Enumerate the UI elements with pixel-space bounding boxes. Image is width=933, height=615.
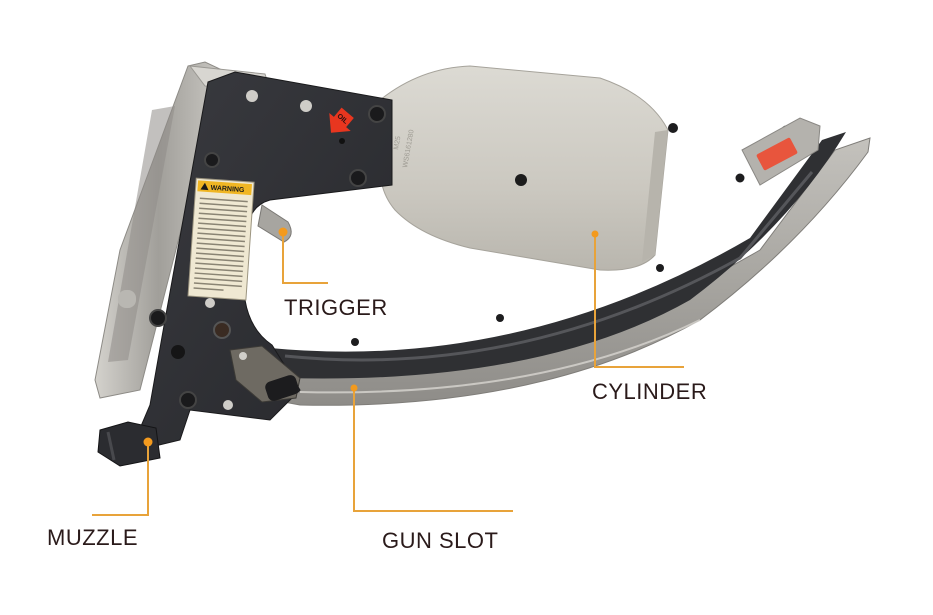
trigger [257,204,292,243]
gun-slot-rail [261,117,871,406]
rail-tag [756,137,798,171]
cylinder-callout-dot [591,230,599,238]
cylinder-housing: M25 WS6161280 [379,65,678,271]
gun-slot-callout-dot [350,384,358,392]
gun-slot-label: GUN SLOT [382,528,499,553]
housing-port-hole [515,174,527,186]
callout-muzzle [92,437,153,516]
muzzle-callout-dot [143,437,153,447]
muzzle-label: MUZZLE [47,525,138,550]
oil-arrow-icon: OIL [329,107,354,133]
callout-trigger [278,227,328,284]
svg-text:WARNING: WARNING [210,185,245,194]
housing-model-text: M25 [393,136,402,151]
warning-triangle-icon [200,182,209,191]
trigger-label: TRIGGER [284,295,388,320]
callout-cylinder [591,230,684,368]
tool-frame: OIL WARNING [97,71,393,467]
cylinder-label: CYLINDER [592,379,708,404]
callout-gun-slot [350,384,513,512]
warning-label: WARNING [187,177,255,301]
trigger-callout-dot [278,227,288,237]
